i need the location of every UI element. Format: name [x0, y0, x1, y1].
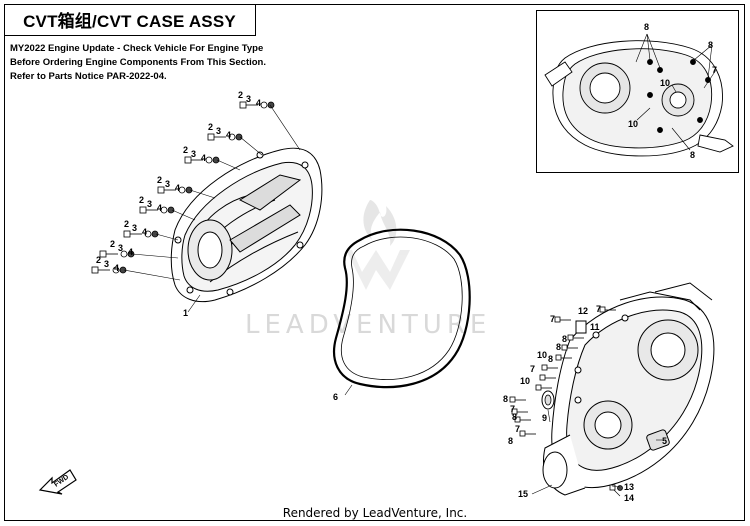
callout-11: 11	[590, 322, 600, 332]
callout-3: 3	[246, 94, 251, 104]
callout-14: 14	[624, 493, 634, 503]
callout-10: 10	[537, 350, 547, 360]
callout-10: 10	[520, 376, 530, 386]
forward-arrow-icon	[38, 469, 77, 495]
callout-12: 12	[578, 306, 588, 316]
footer-credit: Rendered by LeadVenture, Inc.	[282, 506, 468, 520]
callout-3: 3	[191, 149, 196, 159]
callout-2: 2	[208, 122, 213, 132]
watermark-logo-icon	[346, 200, 410, 290]
callout-2: 2	[96, 255, 101, 265]
callout-2: 2	[124, 219, 129, 229]
callout-4: 4	[142, 227, 147, 237]
callout-8: 8	[708, 40, 713, 50]
notice-line-3: Refer to Parts Notice PAR-2022-04.	[10, 71, 167, 82]
callout-2: 2	[110, 239, 115, 249]
callout-2: 2	[238, 90, 243, 100]
breather-plug	[575, 320, 587, 334]
callout-3: 3	[165, 179, 170, 189]
notice-line-1: MY2022 Engine Update - Check Vehicle For…	[10, 43, 264, 54]
callout-10: 10	[628, 119, 638, 129]
oil-seal	[541, 390, 555, 410]
cvt-outer-cover	[170, 147, 323, 303]
callout-15: 15	[518, 489, 528, 499]
callout-8: 8	[508, 436, 513, 446]
callout-4: 4	[128, 247, 133, 257]
callout-7: 7	[515, 424, 520, 434]
callout-3: 3	[132, 223, 137, 233]
callout-9: 9	[542, 413, 547, 423]
leader-lines-left	[123, 104, 301, 313]
bolt-stacks-left	[91, 101, 275, 274]
callout-5: 5	[662, 436, 667, 446]
inset-leader-lines	[635, 33, 717, 151]
callout-4: 4	[256, 98, 261, 108]
callout-1: 1	[183, 308, 188, 318]
callout-4: 4	[114, 263, 119, 273]
callout-8: 8	[562, 334, 567, 344]
cvt-inner-case	[542, 282, 715, 496]
callout-10: 10	[660, 78, 670, 88]
callout-2: 2	[183, 145, 188, 155]
callout-4: 4	[175, 183, 180, 193]
leader-lines-right	[531, 409, 662, 497]
callout-3: 3	[118, 243, 123, 253]
cvt-case-gasket	[332, 228, 471, 396]
parts-notice: MY2022 Engine Update - Check Vehicle For…	[10, 42, 280, 84]
callout-2: 2	[139, 195, 144, 205]
callout-8: 8	[503, 394, 508, 404]
callout-2: 2	[157, 175, 162, 185]
callout-8: 8	[512, 412, 517, 422]
callout-7: 7	[596, 304, 601, 314]
callout-3: 3	[216, 126, 221, 136]
callout-8: 8	[548, 354, 553, 364]
callout-13: 13	[624, 482, 634, 492]
callout-6: 6	[333, 392, 338, 402]
inset-detail-box	[536, 10, 739, 173]
diagram-title: CVT箱组/CVT CASE ASSY	[4, 4, 256, 36]
callout-8: 8	[556, 342, 561, 352]
callout-7: 7	[550, 314, 555, 324]
callout-8: 8	[690, 150, 695, 160]
callout-4: 4	[201, 153, 206, 163]
callout-7: 7	[712, 65, 717, 75]
diagram-frame	[4, 4, 745, 521]
callout-8: 8	[644, 22, 649, 32]
watermark-text: LEADVENTURE	[245, 310, 492, 340]
inset-case-detail	[544, 40, 734, 157]
notice-line-2: Before Ordering Engine Components From T…	[10, 57, 266, 68]
callout-3: 3	[147, 199, 152, 209]
bolt-stacks-right	[509, 306, 623, 491]
callout-4: 4	[226, 130, 231, 140]
callout-7: 7	[510, 404, 515, 414]
callout-3: 3	[104, 259, 109, 269]
callout-4: 4	[157, 203, 162, 213]
callout-7: 7	[530, 364, 535, 374]
